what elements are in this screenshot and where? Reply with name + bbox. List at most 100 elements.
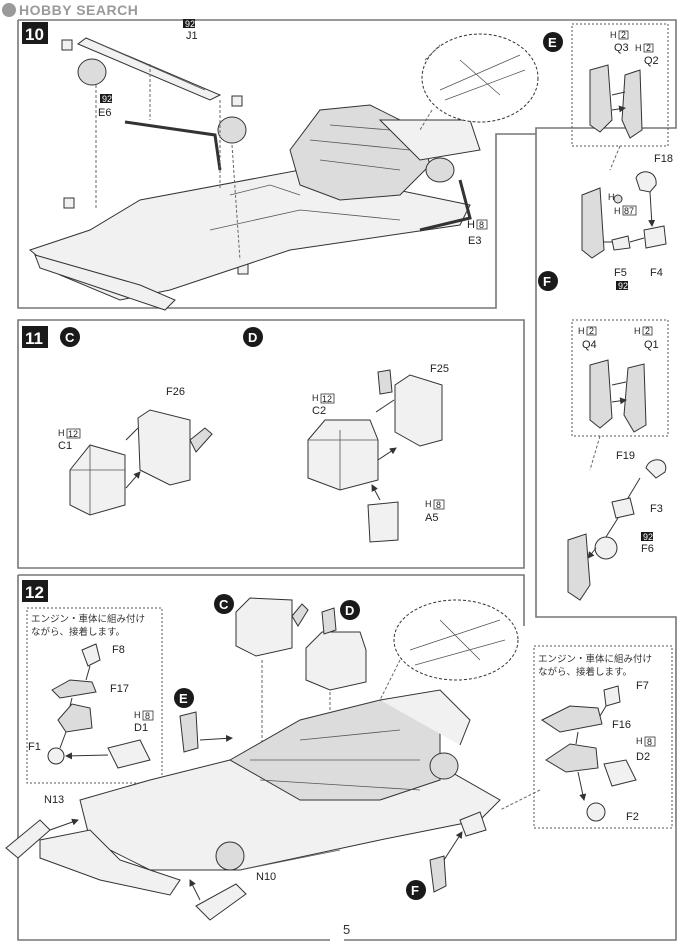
svg-text:H: H <box>608 192 615 202</box>
step-11-section: 11 C D H 12 C1 F26 H 12 C2 F25 H 8 A5 <box>22 326 449 543</box>
step-11-badge <box>22 326 48 348</box>
svg-text:H: H <box>634 326 641 336</box>
svg-text:12: 12 <box>322 394 332 404</box>
label-f7: F7 <box>636 680 649 692</box>
circle-e-top <box>543 32 563 52</box>
svg-text:H: H <box>610 30 617 40</box>
label-f5: F5 <box>614 267 627 279</box>
svg-text:H: H <box>635 43 642 53</box>
part-c1 <box>69 444 126 516</box>
part-engine-step12 <box>228 699 441 801</box>
label-c2: C2 <box>312 405 326 417</box>
step10-border <box>17 20 536 309</box>
label-f17: F17 <box>110 683 129 695</box>
box-q-parts-f <box>571 319 669 437</box>
label-q2: Q2 <box>644 55 659 67</box>
label-e3: E3 <box>468 235 481 247</box>
svg-text:8: 8 <box>145 711 150 721</box>
svg-text:H: H <box>578 326 585 336</box>
label-e6: E6 <box>98 107 111 119</box>
label-c1: C1 <box>58 440 72 452</box>
svg-text:H: H <box>312 393 319 403</box>
page-number: 5 <box>343 922 350 937</box>
step-11-number: 11 <box>25 329 43 348</box>
label-q1: Q1 <box>644 339 659 351</box>
label-f19: F19 <box>616 450 635 462</box>
note-left-line1: エンジン・車体に組み付け <box>31 613 145 625</box>
svg-text:92: 92 <box>618 281 628 291</box>
step11-border <box>17 319 525 569</box>
svg-text:H: H <box>614 206 621 216</box>
svg-text:C: C <box>65 330 75 345</box>
label-f8: F8 <box>112 644 125 656</box>
svg-text:2: 2 <box>645 326 650 336</box>
note-right-line2: ながら、接着します。 <box>538 666 632 678</box>
part-j1-rollbar <box>77 37 222 101</box>
label-f4: F4 <box>650 267 663 279</box>
step-10-number: 10 <box>25 25 44 44</box>
svg-text:2: 2 <box>621 30 626 40</box>
label-f6: F6 <box>641 543 654 555</box>
step12-border <box>17 574 525 941</box>
part-e3 <box>419 179 472 232</box>
svg-text:2: 2 <box>589 326 594 336</box>
svg-text:H: H <box>467 219 475 231</box>
circle-c-step12 <box>214 594 234 614</box>
svg-text:92: 92 <box>643 532 653 542</box>
label-d2: D2 <box>636 751 650 763</box>
svg-text:E: E <box>179 691 188 706</box>
svg-text:92: 92 <box>102 94 112 104</box>
svg-text:H: H <box>425 499 432 509</box>
logo-icon <box>2 3 16 17</box>
part-c2 <box>307 419 379 491</box>
label-d1: D1 <box>134 722 148 734</box>
note-right-line1: エンジン・車体に組み付け <box>538 653 652 665</box>
circle-f-right <box>538 271 558 291</box>
svg-text:H: H <box>58 428 65 438</box>
svg-text:F: F <box>543 274 551 289</box>
part-f25 <box>394 374 443 447</box>
note-left-line2: ながら、接着します。 <box>31 626 125 638</box>
step-12-section: 12 エンジン・車体に組み付け ながら、接着します。 F8 F17 H 8 D1… <box>5 580 673 921</box>
part-left-hub <box>77 58 107 86</box>
step-10-section: 10 92 J1 92 E6 H 8 E3 <box>22 19 539 311</box>
step-12-number: 12 <box>25 583 44 602</box>
circle-d-step11 <box>243 327 263 347</box>
svg-text:12: 12 <box>68 429 78 439</box>
box-left-engine-parts <box>26 607 163 784</box>
svg-text:D: D <box>345 603 354 618</box>
label-f16: F16 <box>612 719 631 731</box>
label-a5: A5 <box>425 512 438 524</box>
label-n13: N13 <box>44 794 64 806</box>
svg-text:87: 87 <box>624 206 634 216</box>
svg-text:H: H <box>636 736 643 746</box>
part-right-hub <box>217 116 247 144</box>
label-q3: Q3 <box>614 42 629 54</box>
label-j1: J1 <box>186 30 198 42</box>
step-12-badge <box>22 580 48 602</box>
watermark: HOBBY SEARCH <box>2 2 138 18</box>
svg-text:H: H <box>134 710 141 720</box>
tag-92-e6 <box>100 94 112 103</box>
svg-text:E: E <box>548 35 557 50</box>
sub-assembly-e: E H 2 Q3 H 2 Q2 F18 H H 87 F5 92 F4 <box>543 23 673 291</box>
part-a5 <box>367 501 399 543</box>
svg-text:92: 92 <box>185 19 195 29</box>
svg-text:C: C <box>219 597 229 612</box>
label-f18: F18 <box>654 153 673 165</box>
part-chassis-floor <box>28 169 471 301</box>
svg-text:2: 2 <box>646 43 651 53</box>
circle-d-step12 <box>340 600 360 620</box>
svg-text:8: 8 <box>479 220 484 230</box>
label-f26: F26 <box>166 386 185 398</box>
detail-zoom-step12 <box>393 599 519 681</box>
circle-c-step11 <box>60 327 80 347</box>
svg-text:F: F <box>411 883 419 898</box>
right-border <box>18 19 677 941</box>
svg-text:D: D <box>248 330 257 345</box>
svg-text:8: 8 <box>436 500 441 510</box>
label-f2: F2 <box>626 811 639 823</box>
label-f1: F1 <box>28 741 41 753</box>
label-f25: F25 <box>430 363 449 375</box>
